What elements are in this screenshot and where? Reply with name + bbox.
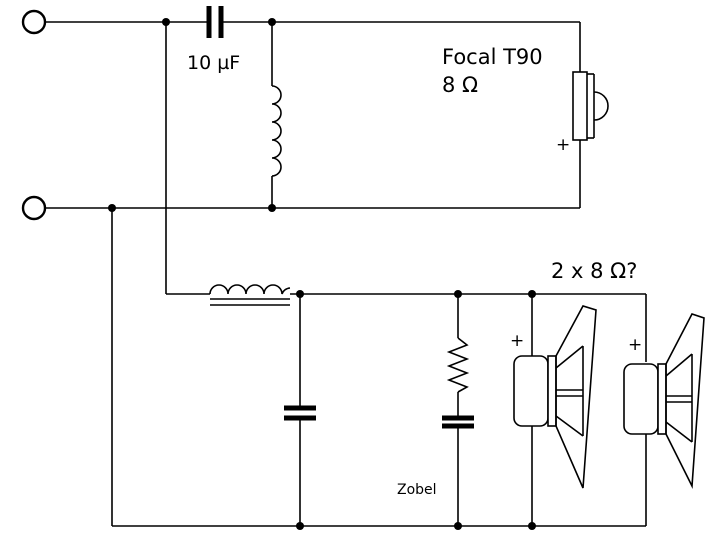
woofer-series-inductor — [209, 284, 291, 306]
tweeter-return-wire — [45, 140, 581, 209]
junction-dot — [268, 204, 276, 212]
woofer-shunt-capacitor — [284, 294, 316, 526]
woofer-speaker-2 — [623, 294, 705, 526]
tweeter-impedance-label: 8 Ω — [442, 73, 478, 97]
top-wire — [45, 21, 581, 72]
input-terminal-top — [21, 9, 47, 35]
junction-dot — [108, 204, 116, 212]
tweeter-polarity-plus: + — [556, 135, 570, 155]
woofer2-polarity-plus: + — [628, 335, 642, 355]
junction-dot — [296, 522, 304, 530]
tweeter-shunt-inductor — [271, 22, 282, 208]
capacitor-label: 10 µF — [187, 52, 240, 74]
junction-dot — [268, 18, 276, 26]
junction-dot — [528, 290, 536, 298]
woofer-config-label: 2 x 8 Ω? — [551, 259, 637, 283]
junction-dot — [296, 290, 304, 298]
junction-dot — [528, 522, 536, 530]
woofer1-polarity-plus: + — [510, 331, 524, 351]
zobel-network — [442, 294, 474, 526]
tweeter-name-label: Focal T90 — [442, 45, 543, 69]
ground-return-wire — [111, 208, 646, 527]
input-terminal-bottom — [21, 195, 47, 221]
junction-dots — [108, 18, 536, 530]
junction-dot — [162, 18, 170, 26]
tweeter-speaker — [572, 71, 609, 141]
zobel-label: Zobel — [397, 482, 437, 498]
junction-dot — [454, 522, 462, 530]
tweeter-capacitor — [206, 6, 224, 38]
woofer-speaker-1 — [513, 294, 597, 526]
junction-dot — [454, 290, 462, 298]
